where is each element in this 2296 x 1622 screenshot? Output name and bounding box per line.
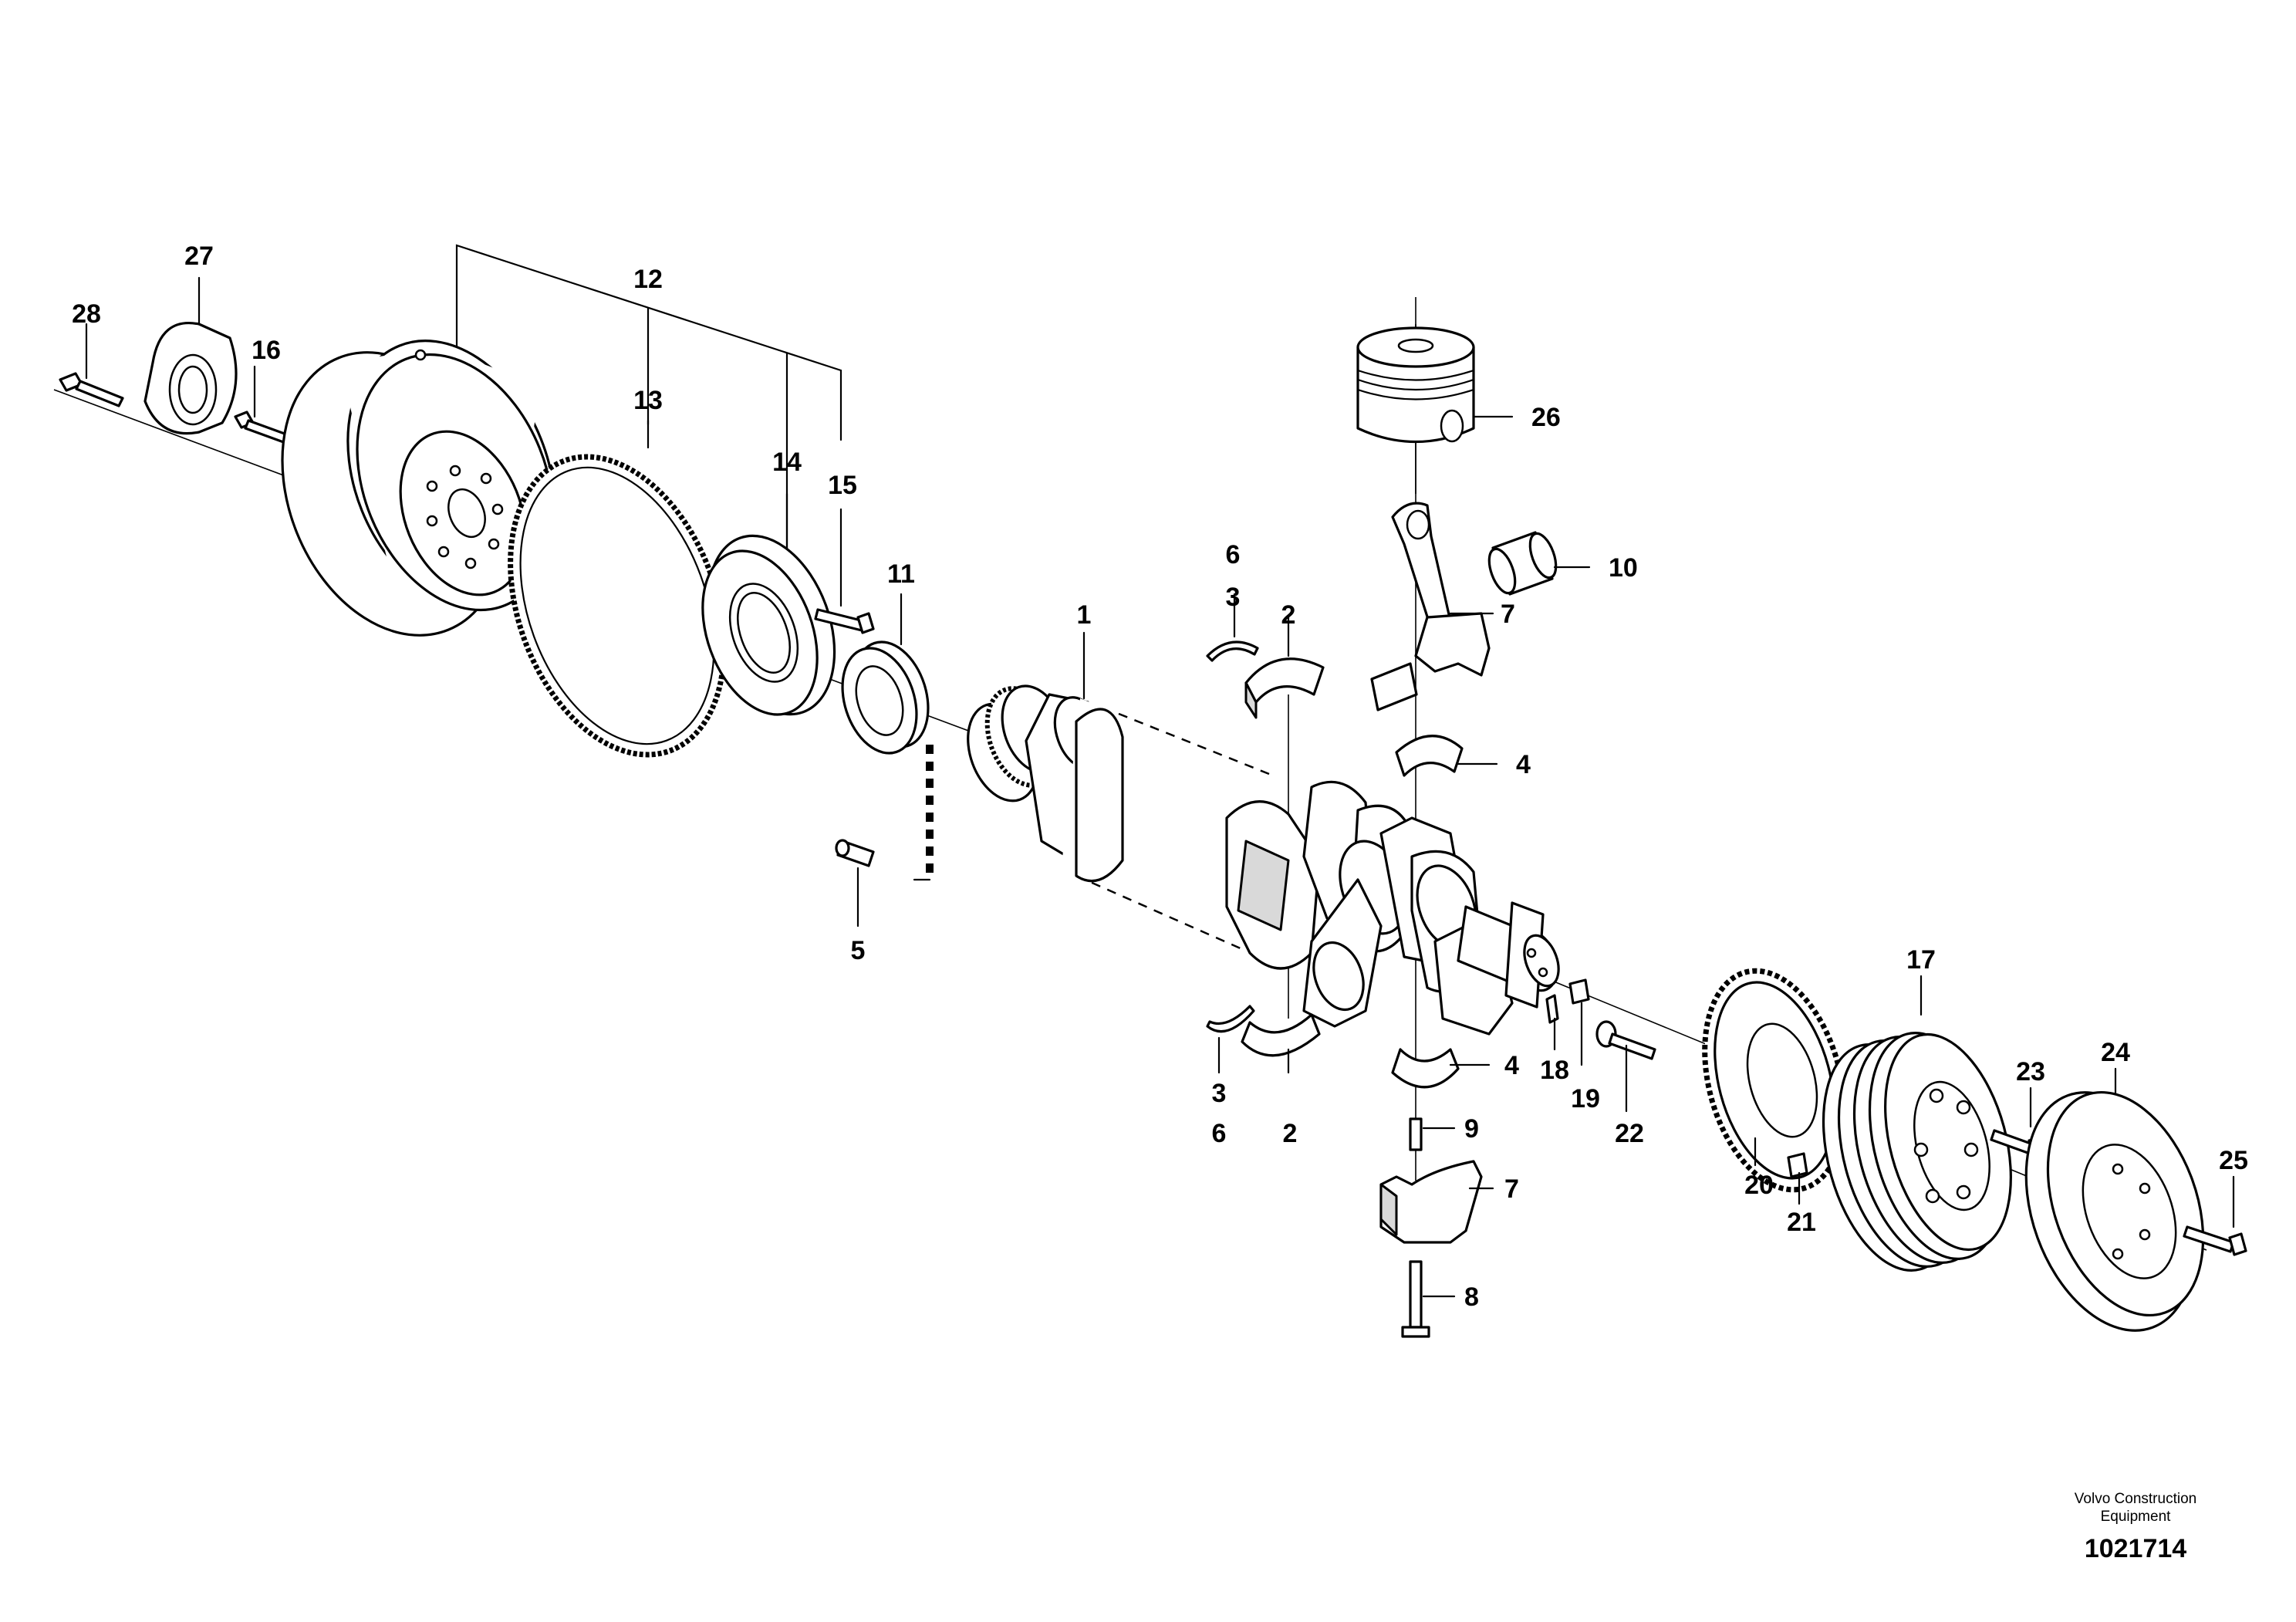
callout-22: 22: [1615, 1119, 1644, 1148]
callout-4a: 4: [1516, 750, 1531, 779]
main-bearing-upper-part-2: [1244, 616, 1325, 719]
callout-27: 27: [184, 242, 214, 271]
footer-credit: Volvo Construction Equipment 1021714: [2075, 1491, 2196, 1563]
callout-labels: 28 27 16 12 13 14 15 11 1 5 6 3 2 3 6 2 …: [72, 242, 2248, 1312]
callout-17: 17: [1906, 945, 1936, 975]
thrust-washer-upper-part-3: [1206, 593, 1259, 662]
callout-1: 1: [1077, 600, 1092, 630]
pulley-part-17: [1822, 975, 2012, 1272]
callout-18: 18: [1540, 1056, 1569, 1085]
pin-part-21: [1787, 1152, 1808, 1205]
callout-21: 21: [1787, 1208, 1816, 1237]
callout-11: 11: [887, 559, 915, 589]
credit-line-1: Volvo Construction: [2075, 1491, 2196, 1507]
document-number: 1021714: [2085, 1534, 2186, 1563]
sleeve-part-19: [1568, 978, 1590, 1066]
callout-6a: 6: [1226, 540, 1241, 569]
bolt-part-22: [1595, 1020, 1656, 1113]
callout-14: 14: [772, 448, 802, 477]
dowel-part-5: [835, 745, 934, 928]
bolt-part-15: [814, 508, 875, 634]
bolt-part-25: [2183, 1175, 2247, 1256]
conrod-bolt-part-8: [1401, 1260, 1456, 1338]
callout-16: 16: [252, 336, 281, 365]
piston-part-26: [1356, 326, 1514, 443]
callout-20: 20: [1744, 1171, 1774, 1200]
credit-line-2: Equipment: [2101, 1509, 2172, 1525]
callout-8: 8: [1464, 1282, 1479, 1312]
callout-25: 25: [2219, 1146, 2248, 1175]
oil-seal-part-11: [841, 593, 930, 755]
callout-2a: 2: [1281, 600, 1296, 630]
flywheel-part-12: [281, 340, 556, 637]
callout-19: 19: [1571, 1084, 1600, 1113]
bolt-part-28: [59, 323, 124, 407]
conrod-bearing-lower-part-4: [1391, 1048, 1491, 1089]
seal-housing-part-14: [701, 492, 836, 716]
conrod-cap-part-7: [1379, 1160, 1494, 1244]
callout-23: 23: [2016, 1057, 2045, 1086]
callout-3a: 3: [1226, 583, 1241, 612]
callout-2b: 2: [1283, 1119, 1298, 1148]
callout-24: 24: [2101, 1038, 2130, 1067]
callout-4b: 4: [1504, 1051, 1519, 1080]
callout-26: 26: [1531, 403, 1561, 432]
crankshaft-part-1: [967, 631, 1560, 1036]
thrust-washer-lower-part-3: [1206, 1005, 1255, 1074]
callout-15: 15: [828, 471, 857, 500]
callout-10: 10: [1609, 553, 1638, 583]
callout-6b: 6: [1212, 1119, 1227, 1148]
callout-7a: 7: [1501, 600, 1515, 629]
key-part-18: [1545, 994, 1559, 1051]
piston-pin-part-10: [1487, 531, 1591, 596]
callout-7b: 7: [1504, 1174, 1519, 1204]
main-bearing-lower-part-2: [1241, 1013, 1321, 1074]
callout-3b: 3: [1212, 1079, 1227, 1108]
pin-part-9: [1409, 1117, 1456, 1151]
rear-seal-part-27: [144, 276, 238, 435]
callout-12: 12: [633, 265, 663, 294]
callout-28: 28: [72, 299, 101, 329]
damper-part-24: [2024, 1067, 2205, 1332]
callout-5: 5: [851, 936, 866, 965]
connecting-rod-part-7: [1370, 502, 1494, 711]
conrod-bearing-upper-part-4: [1395, 735, 1498, 777]
bolt-part-16: [234, 365, 292, 445]
callout-9: 9: [1464, 1114, 1479, 1144]
callout-13: 13: [633, 386, 663, 415]
